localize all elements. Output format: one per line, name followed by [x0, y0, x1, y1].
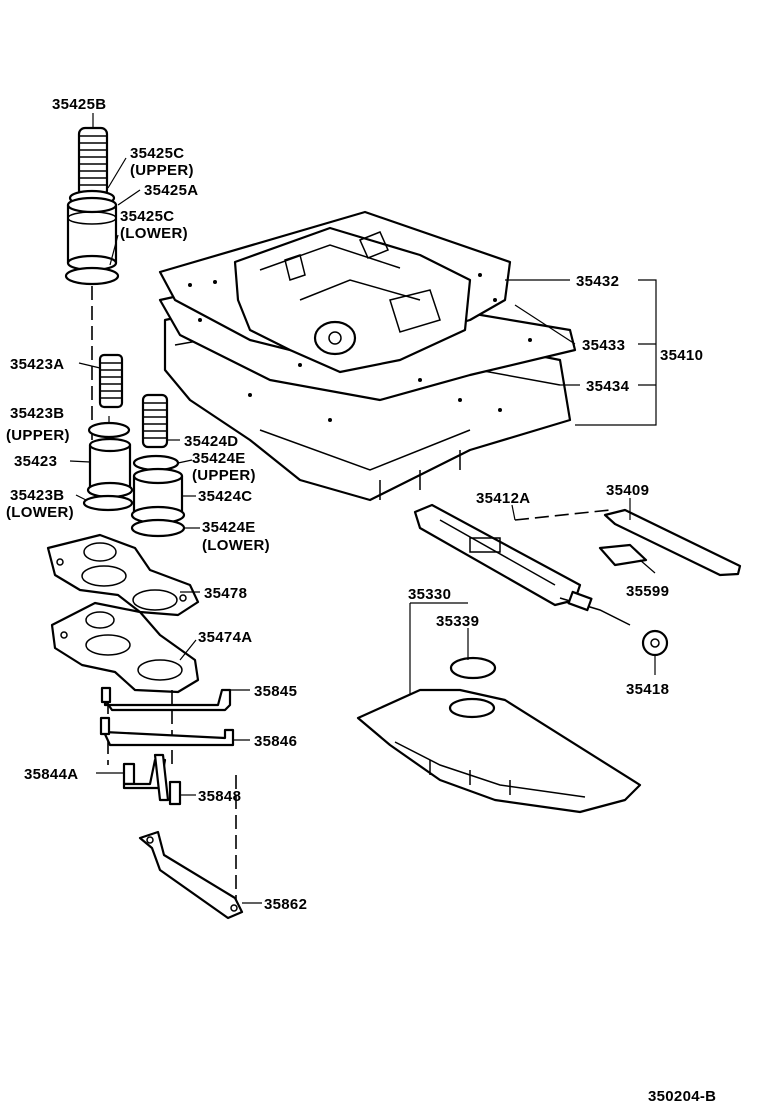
label-35423B-lower-qualifier: (LOWER): [6, 504, 74, 521]
label-35424D: 35424D: [184, 433, 238, 450]
label-35862: 35862: [264, 896, 307, 913]
label-35418: 35418: [626, 681, 669, 698]
label-35423B-upper-qualifier: (UPPER): [6, 427, 70, 444]
label-35412A: 35412A: [476, 490, 530, 507]
label-35423B-lower: 35423B: [10, 487, 64, 504]
o-ring-35339: [449, 656, 497, 680]
o-ring-35424E-upper: [132, 454, 180, 472]
leader-lines: [69, 113, 657, 904]
label-35478: 35478: [204, 585, 247, 602]
bolt-35848: [153, 753, 182, 806]
label-35409: 35409: [606, 482, 649, 499]
oil-strainer-35330: [356, 688, 642, 814]
accumulator-piston-35425A: [66, 189, 118, 272]
label-35424C: 35424C: [198, 488, 252, 505]
label-35845: 35845: [254, 683, 297, 700]
o-ring-35424E-lower: [130, 518, 186, 538]
o-ring-35423B-upper: [87, 421, 131, 439]
label-35423A: 35423A: [10, 356, 64, 373]
valve-body-assembly: [158, 210, 577, 502]
label-35599: 35599: [626, 583, 669, 600]
label-35425C-lower: 35425C: [120, 208, 174, 225]
spring-35424D: [141, 393, 169, 449]
label-35330: 35330: [408, 586, 451, 603]
label-35424E-lower-qualifier: (LOWER): [202, 537, 270, 554]
label-35433: 35433: [582, 337, 625, 354]
label-35424E-upper-qualifier: (UPPER): [192, 467, 256, 484]
bolt-35846: [99, 716, 235, 747]
label-35846: 35846: [254, 733, 297, 750]
accumulator-piston-35423: [86, 437, 134, 499]
label-35423B-upper: 35423B: [10, 405, 64, 422]
label-35425A: 35425A: [144, 182, 198, 199]
label-35848: 35848: [198, 788, 241, 805]
connector-35418: [559, 590, 669, 657]
bracket-35862: [138, 830, 244, 920]
spring-35423A: [98, 353, 124, 409]
wire-35409: [603, 508, 742, 577]
label-35424E-upper: 35424E: [192, 450, 246, 467]
label-35425C-upper: 35425C: [130, 145, 184, 162]
diagram-code: 350204-B: [648, 1088, 716, 1105]
label-35434: 35434: [586, 378, 630, 395]
o-ring-35423B-lower: [82, 494, 134, 512]
label-35844A: 35844A: [24, 766, 78, 783]
label-35423: 35423: [14, 453, 57, 470]
o-ring-35425C-lower: [64, 266, 120, 286]
label-35410: 35410: [660, 347, 703, 364]
cover-plate-35474A: [50, 601, 200, 694]
label-35425C-lower-qualifier: (LOWER): [120, 225, 188, 242]
label-35425C-upper-qualifier: (UPPER): [130, 162, 194, 179]
plate-35599: [598, 543, 648, 567]
spring-35425B: [77, 126, 109, 198]
label-35424E-lower: 35424E: [202, 519, 256, 536]
label-35474A: 35474A: [198, 629, 252, 646]
label-35432: 35432: [576, 273, 619, 290]
accumulator-piston-35424C: [130, 467, 186, 525]
label-35425B: 35425B: [52, 96, 106, 113]
label-35339: 35339: [436, 613, 479, 630]
bolt-35844A: [122, 758, 167, 790]
gasket-35478: [46, 533, 200, 617]
